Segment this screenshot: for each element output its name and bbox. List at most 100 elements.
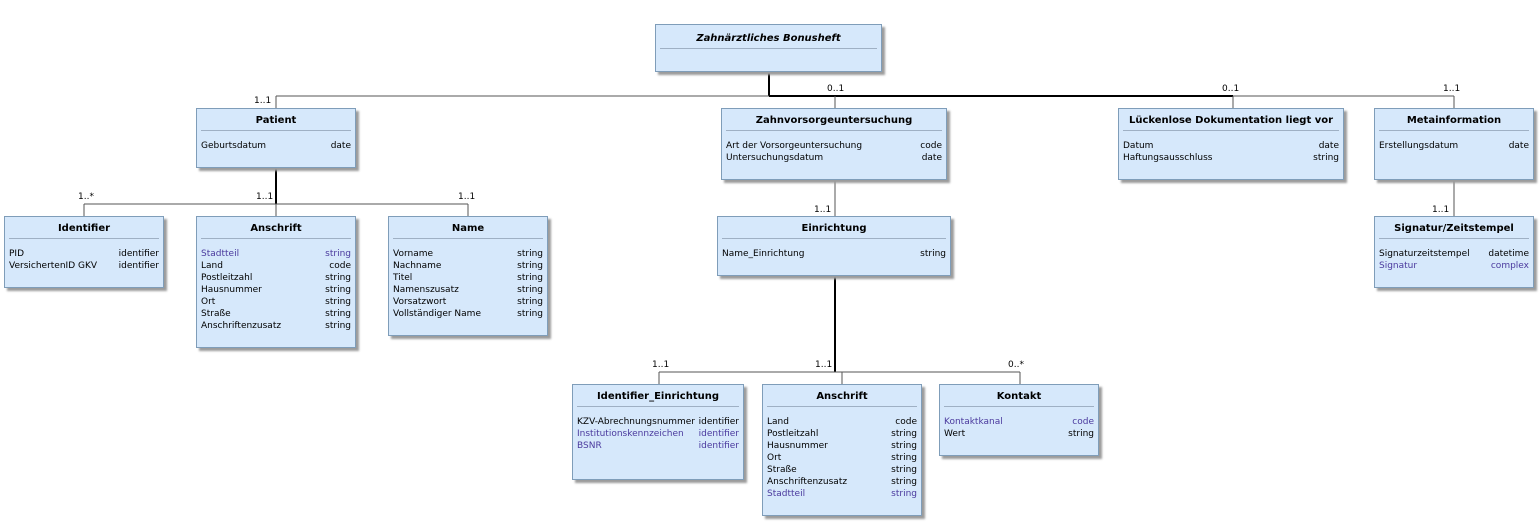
class-title: Einrichtung bbox=[801, 223, 867, 234]
attribute-row: Untersuchungsdatum date bbox=[722, 152, 946, 164]
class-box-lueckenlose-dokumentation[interactable]: Lückenlose Dokumentation liegt vor Datum… bbox=[1118, 108, 1344, 180]
attribute-name: Institutionskennzeichen bbox=[577, 429, 684, 439]
attribute-type: identifier bbox=[698, 429, 739, 439]
multiplicity-signatur: 1..1 bbox=[1432, 205, 1450, 215]
divider bbox=[726, 130, 942, 131]
attribute-name: Hausnummer bbox=[201, 285, 262, 295]
attribute-type: string bbox=[891, 465, 917, 475]
attribute-type: date bbox=[1508, 141, 1529, 151]
divider bbox=[722, 238, 946, 239]
class-title: Anschrift bbox=[250, 223, 302, 234]
attribute-row: Anschriftenzusatz string bbox=[763, 476, 921, 488]
divider bbox=[201, 238, 351, 239]
attribute-row: Straße string bbox=[197, 308, 355, 320]
attribute-name: Ort bbox=[767, 453, 782, 463]
attribute-type: date bbox=[921, 153, 942, 163]
attribute-name: Anschriftenzusatz bbox=[201, 321, 282, 331]
attribute-row: Erstellungsdatum date bbox=[1375, 140, 1533, 152]
attribute-name: Signaturzeitstempel bbox=[1379, 249, 1470, 259]
attribute-row: Anschriftenzusatz string bbox=[197, 320, 355, 332]
class-title: Identifier bbox=[57, 223, 111, 234]
multiplicity-patient: 1..1 bbox=[254, 96, 272, 106]
attribute-type: identifier bbox=[118, 249, 159, 259]
attribute-type: string bbox=[517, 297, 543, 307]
class-title: Name bbox=[451, 223, 485, 234]
attribute-name: Namenszusatz bbox=[393, 285, 459, 295]
class-box-identifier-einrichtung[interactable]: Identifier_Einrichtung KZV-Abrechnungsnu… bbox=[572, 384, 744, 480]
attribute-type: string bbox=[891, 477, 917, 487]
attribute-name: Vorname bbox=[393, 249, 434, 259]
attribute-name: Art der Vorsorgeuntersuchung bbox=[726, 141, 863, 151]
attribute-name: Stadtteil bbox=[767, 489, 806, 499]
attribute-type: date bbox=[1318, 141, 1339, 151]
attribute-name: Hausnummer bbox=[767, 441, 828, 451]
multiplicity-identifier: 1..* bbox=[78, 192, 94, 202]
attribute-name: Nachname bbox=[393, 261, 442, 271]
divider bbox=[1123, 130, 1339, 131]
attribute-type: datetime bbox=[1488, 249, 1529, 259]
attribute-type: string bbox=[1068, 429, 1094, 439]
attribute-type: string bbox=[325, 273, 351, 283]
class-box-signatur-zeitstempel[interactable]: Signatur/Zeitstempel Signaturzeitstempel… bbox=[1374, 216, 1534, 288]
attribute-row: Postleitzahl string bbox=[197, 272, 355, 284]
attribute-type: string bbox=[325, 309, 351, 319]
attribute-type: code bbox=[920, 141, 942, 151]
attribute-name: Vorsatzwort bbox=[393, 297, 447, 307]
attribute-type: date bbox=[330, 141, 351, 151]
attribute-name: Erstellungsdatum bbox=[1379, 141, 1459, 151]
multiplicity-anschrift-einrichtung: 1..1 bbox=[815, 360, 833, 370]
class-box-zahnaerztliches-bonusheft[interactable]: Zahnärztliches Bonusheft bbox=[655, 24, 882, 72]
class-box-zahnvorsorgeuntersuchung[interactable]: Zahnvorsorgeuntersuchung Art der Vorsorg… bbox=[721, 108, 947, 180]
divider bbox=[393, 238, 543, 239]
attribute-row: PID identifier bbox=[5, 248, 163, 260]
attribute-type: string bbox=[517, 261, 543, 271]
attribute-name: Signatur bbox=[1379, 261, 1418, 271]
multiplicity-identifier-einrichtung: 1..1 bbox=[652, 360, 670, 370]
attribute-name: Kontaktkanal bbox=[944, 417, 1003, 427]
attribute-name: Straße bbox=[201, 309, 231, 319]
multiplicity-lueckenlos: 0..1 bbox=[1222, 84, 1240, 94]
attribute-name: Postleitzahl bbox=[201, 273, 253, 283]
attribute-name: Untersuchungsdatum bbox=[726, 153, 824, 163]
attribute-name: Haftungsausschluss bbox=[1123, 153, 1213, 163]
attribute-row: Kontaktkanal code bbox=[940, 416, 1098, 428]
attribute-name: Stadtteil bbox=[201, 249, 240, 259]
class-title: Lückenlose Dokumentation liegt vor bbox=[1128, 115, 1334, 126]
class-title: Identifier_Einrichtung bbox=[596, 391, 720, 402]
attribute-name: PID bbox=[9, 249, 25, 259]
divider bbox=[577, 406, 739, 407]
attribute-row: Institutionskennzeichen identifier bbox=[573, 428, 743, 440]
attribute-type: identifier bbox=[698, 441, 739, 451]
attribute-type: string bbox=[325, 321, 351, 331]
attribute-name: KZV-Abrechnungsnummer bbox=[577, 417, 696, 427]
attribute-name: Anschriftenzusatz bbox=[767, 477, 848, 487]
attribute-type: string bbox=[920, 249, 946, 259]
attribute-type: code bbox=[1072, 417, 1094, 427]
multiplicity-einrichtung: 1..1 bbox=[814, 205, 832, 215]
attribute-type: string bbox=[325, 297, 351, 307]
